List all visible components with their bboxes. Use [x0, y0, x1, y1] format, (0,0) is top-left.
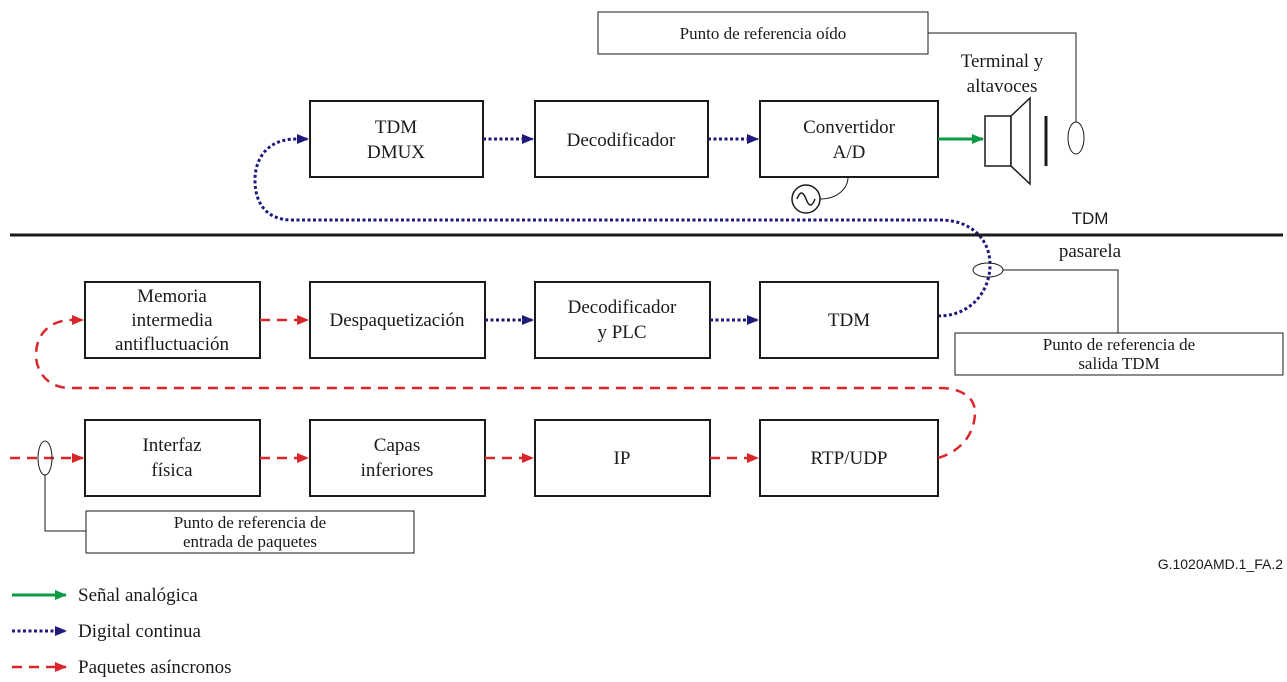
packet-input-reference-line-2: entrada de paquetes	[183, 532, 317, 551]
tdm-gateway-line-2: pasarela	[1059, 241, 1122, 262]
tdm-dmux-block: TDM DMUX	[309, 100, 484, 178]
tdm-gateway-line-1: TDM	[1072, 209, 1109, 228]
decoder-plc-line-1: Decodificador	[568, 297, 677, 318]
tdm-output-reference-connector	[1003, 269, 1119, 333]
legend-analog-label: Señal analógica	[78, 585, 198, 606]
legend-packets-label: Paquetes asíncronos	[78, 657, 232, 678]
depacketization-label: Despaquetización	[329, 310, 465, 331]
packet-input-reference-box: Punto de referencia de entrada de paquet…	[85, 510, 415, 554]
converter-line-1: Convertidor	[803, 117, 895, 138]
terminal-speakers-line-2: altavoces	[967, 76, 1038, 97]
converter-block: Convertidor A/D	[759, 100, 939, 178]
lower-layers-line-2: inferiores	[361, 460, 434, 481]
decoder-plc-line-2: y PLC	[597, 322, 646, 343]
terminal-speakers-label: Terminal y altavoces	[961, 51, 1044, 97]
decoder-plc-block: Decodificador y PLC	[534, 281, 711, 359]
ip-block: IP	[534, 419, 711, 497]
decoder-top-label: Decodificador	[567, 130, 676, 151]
jitter-buffer-line-2: intermedia	[131, 310, 213, 331]
ear-reference-box: Punto de referencia oído	[597, 11, 929, 55]
ear-reference-label: Punto de referencia oído	[680, 24, 847, 43]
figure-id: G.1020AMD.1_FA.2	[1158, 556, 1284, 572]
tdm-output-reference-line-2: salida TDM	[1078, 354, 1159, 373]
packet-input-reference-connector	[44, 475, 86, 532]
tdm-output-reference-ellipse	[972, 262, 1004, 278]
tdm-dmux-line-2: DMUX	[367, 142, 425, 163]
ear-reference-ellipse	[1067, 121, 1085, 155]
lower-layers-block: Capas inferiores	[309, 419, 486, 497]
ip-label: IP	[614, 448, 631, 469]
converter-line-2: A/D	[833, 142, 866, 163]
tdm-output-reference-line-1: Punto de referencia de	[1043, 335, 1195, 354]
ear-reference-connector	[928, 32, 1077, 122]
tdm-output-reference-box: Punto de referencia de salida TDM	[954, 332, 1284, 376]
tdm-gateway-label: TDM pasarela	[1059, 209, 1122, 262]
arrow-tdm-loop-to-dmux	[253, 134, 992, 318]
tdm-label: TDM	[828, 310, 870, 331]
clock-source-icon	[791, 176, 849, 214]
terminal-speakers-line-1: Terminal y	[961, 51, 1044, 72]
physical-interface-block: Interfaz física	[84, 419, 261, 497]
jitter-buffer-line-1: Memoria	[137, 286, 207, 307]
rtp-udp-block: RTP/UDP	[759, 419, 939, 497]
arrow-rtp-loop-to-buffer	[34, 315, 977, 460]
rtp-udp-label: RTP/UDP	[811, 448, 888, 469]
legend-digital-label: Digital continua	[78, 621, 202, 642]
physical-interface-line-2: física	[151, 460, 193, 481]
packet-input-reference-line-1: Punto de referencia de	[174, 513, 326, 532]
decoder-top-block: Decodificador	[534, 100, 709, 178]
legend: Señal analógica Digital continua Paquete…	[12, 585, 232, 678]
speaker-icon	[984, 96, 1048, 186]
tdm-dmux-line-1: TDM	[375, 117, 417, 138]
lower-layers-line-1: Capas	[374, 435, 420, 456]
tdm-block: TDM	[759, 281, 939, 359]
physical-interface-line-1: Interfaz	[142, 435, 201, 456]
jitter-buffer-line-3: antifluctuación	[115, 334, 229, 355]
depacketization-block: Despaquetización	[309, 281, 486, 359]
jitter-buffer-block: Memoria intermedia antifluctuación	[84, 281, 261, 359]
